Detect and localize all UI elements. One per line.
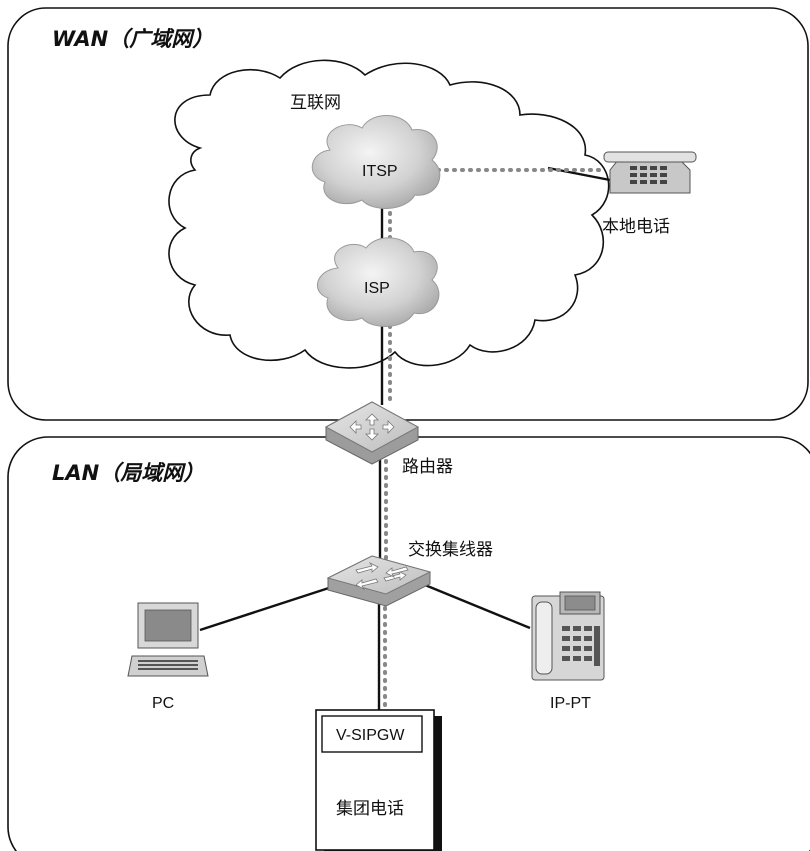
computer-icon: PC [127, 602, 209, 712]
v-sipgw-label: V-SIPGW [336, 727, 405, 744]
link-switch-pc [199, 583, 339, 632]
itsp-label: ITSP [362, 163, 398, 180]
wan-zone-title: WAN（广域网） [52, 27, 213, 51]
itsp-node: ITSP [311, 115, 441, 209]
isp-node: ISP [316, 237, 440, 327]
router-label: 路由器 [402, 457, 453, 477]
desk-phone-icon: 本地电话 [602, 151, 697, 237]
lan-zone: LAN（局域网） [7, 436, 810, 851]
router-icon: 路由器 [324, 401, 453, 477]
ip-pt-label: IP-PT [550, 695, 591, 712]
local-phone-label: 本地电话 [602, 217, 670, 237]
ip-phone-icon: IP-PT [531, 591, 605, 712]
isp-label: ISP [364, 280, 390, 297]
pbx-label: 集团电话 [336, 799, 404, 819]
switch-hub-icon: 交换集线器 [326, 540, 493, 607]
pbx-node: V-SIPGW 集团电话 [315, 709, 442, 851]
link-switch-ipphone [424, 583, 531, 630]
switch-hub-label: 交换集线器 [408, 540, 493, 560]
internet-label: 互联网 [290, 93, 341, 113]
lan-zone-title: LAN（局域网） [52, 461, 204, 485]
pc-label: PC [152, 695, 174, 712]
